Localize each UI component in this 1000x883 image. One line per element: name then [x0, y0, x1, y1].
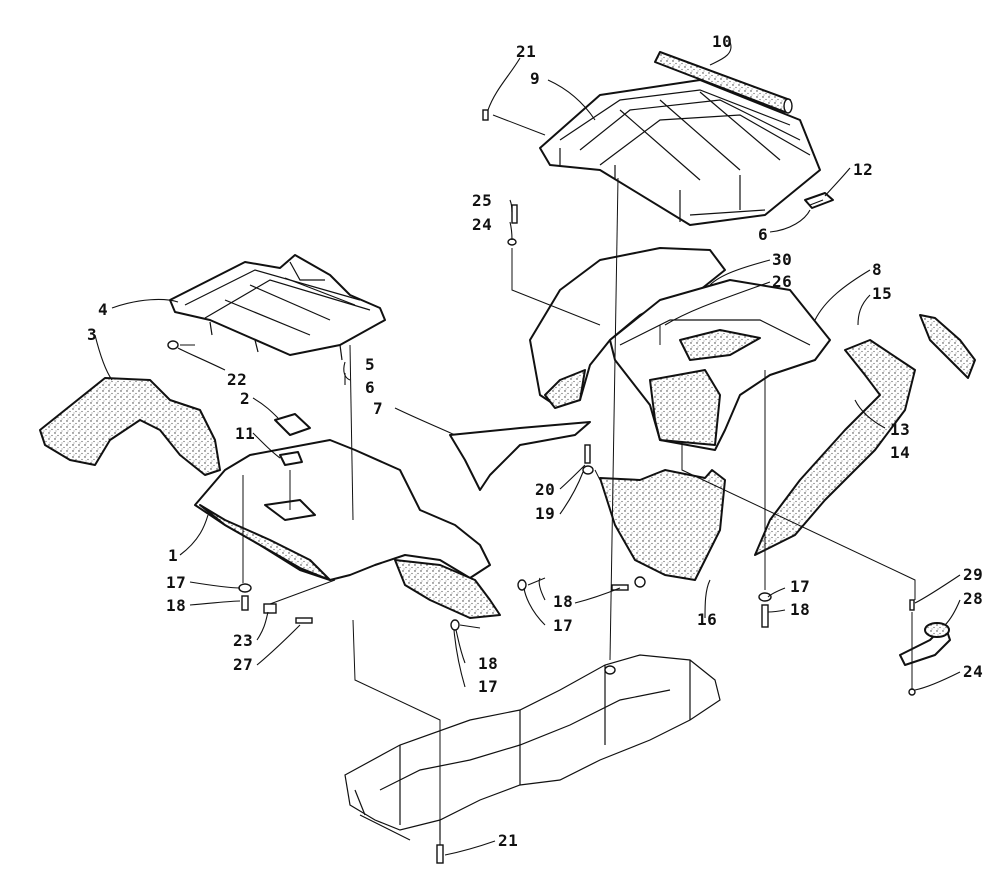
- callout-3: 3: [87, 325, 97, 344]
- callout-19: 19: [535, 504, 555, 523]
- rear-rack: [539, 79, 821, 226]
- front-cover-7: [449, 421, 591, 491]
- vehicle-frame: [344, 654, 721, 841]
- callout-2: 2: [240, 389, 250, 408]
- callout-26: 26: [772, 272, 792, 291]
- rear-fender: [609, 279, 831, 451]
- callout-24: 24: [963, 662, 983, 681]
- callout-13: 13: [890, 420, 910, 439]
- callout-27: 27: [233, 655, 253, 674]
- bracket-28: [899, 622, 951, 666]
- latch-11: [279, 451, 303, 466]
- callout-18: 18: [478, 654, 498, 673]
- callout-20: 20: [535, 480, 555, 499]
- callout-9: 9: [530, 69, 540, 88]
- side-panel-16: [599, 469, 726, 581]
- callout-10: 10: [712, 32, 732, 51]
- callout-7: 7: [373, 399, 383, 418]
- callout-17: 17: [553, 616, 573, 635]
- callout-1: 1: [168, 546, 178, 565]
- callout-22: 22: [227, 370, 247, 389]
- callout-15: 15: [872, 284, 892, 303]
- front-rack: [169, 254, 386, 361]
- callout-16: 16: [697, 610, 717, 629]
- callout-17: 17: [478, 677, 498, 696]
- callout-24: 24: [472, 215, 492, 234]
- callout-21: 21: [516, 42, 536, 61]
- front-fender-flare-left: [39, 377, 221, 476]
- callout-18: 18: [553, 592, 573, 611]
- callout-14: 14: [890, 443, 910, 462]
- callout-23: 23: [233, 631, 253, 650]
- mud-flap-15: [919, 314, 976, 379]
- callout-18: 18: [790, 600, 810, 619]
- callout-6: 6: [758, 225, 768, 244]
- callout-4: 4: [98, 300, 108, 319]
- leader-lines: [94, 41, 961, 856]
- rack-bracket-12: [804, 192, 834, 209]
- callout-17: 17: [790, 577, 810, 596]
- callout-25: 25: [472, 191, 492, 210]
- callout-8: 8: [872, 260, 882, 279]
- storage-lid-2: [274, 413, 311, 436]
- callout-30: 30: [772, 250, 792, 269]
- rack-pad: [654, 51, 793, 114]
- callout-29: 29: [963, 565, 983, 584]
- callout-28: 28: [963, 589, 983, 608]
- callout-11: 11: [235, 424, 255, 443]
- callout-labels: 10 21 9 12 6 25 24 30 26 8 15 4 3 22 5 6…: [87, 32, 983, 850]
- callout-6: 6: [365, 378, 375, 397]
- callout-5: 5: [365, 355, 375, 374]
- rear-fender-flare: [754, 339, 916, 556]
- callout-17: 17: [166, 573, 186, 592]
- callout-21: 21: [498, 831, 518, 850]
- callout-12: 12: [853, 160, 873, 179]
- assembly-lines: [180, 114, 916, 845]
- callout-18: 18: [166, 596, 186, 615]
